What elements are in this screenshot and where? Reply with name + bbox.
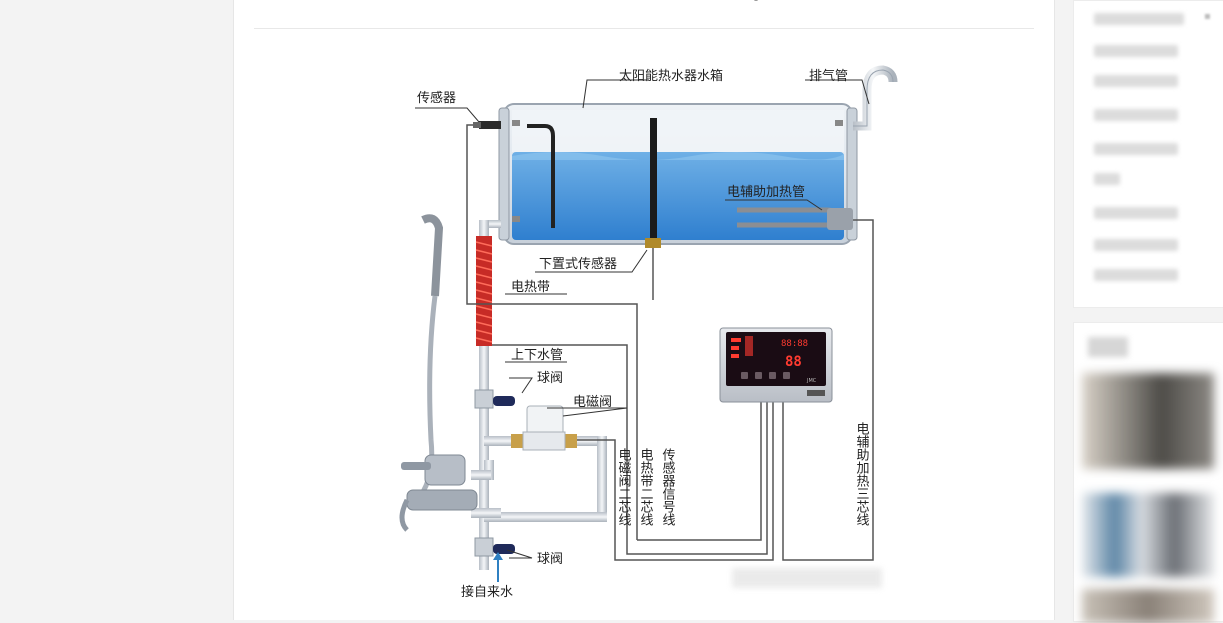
vlabel-aux-heater-wire: 电辅助加热三芯线 [854, 422, 870, 526]
list-item[interactable] [1094, 239, 1178, 251]
thumbnail-image[interactable] [1082, 589, 1214, 623]
controller-temp: 88 [785, 354, 802, 370]
list-item[interactable] [1094, 45, 1178, 57]
ball-valve-lower [471, 508, 515, 582]
label-vent: 排气管 [809, 68, 848, 84]
list-item[interactable] [1094, 143, 1178, 155]
watermark [732, 568, 882, 588]
list-item[interactable] [1094, 75, 1178, 87]
label-bottom-sensor: 下置式传感器 [539, 256, 617, 272]
vlabel-solenoid-wire: 电磁阀二芯线 [616, 448, 632, 526]
label-solenoid-valve: 电磁阀 [573, 395, 612, 410]
water-tank [498, 103, 858, 248]
label-tank: 太阳能热水器水箱 [619, 68, 723, 84]
label-aux-heater: 电辅助加热管 [727, 185, 805, 200]
list-item[interactable] [1094, 269, 1178, 281]
sensor-probe [473, 121, 501, 129]
solenoid-valve [511, 405, 577, 451]
shower-assembly [399, 214, 478, 532]
list-item[interactable] [1094, 173, 1120, 185]
label-ball-valve-bottom: 球阀 [537, 552, 563, 567]
divider [254, 28, 1034, 29]
label-ball-valve-top: 球阀 [537, 371, 563, 386]
vent-pipe [853, 65, 898, 131]
label-up-down-pipe: 上下水管 [511, 348, 563, 363]
leader-lines [415, 79, 870, 559]
water-heater-diagram: 88:88 88 JMC [387, 60, 899, 605]
controller-brand: JMC [806, 378, 817, 384]
hot-tag: ▪ [1204, 11, 1211, 22]
label-water-inlet: 接自来水 [461, 584, 513, 600]
thumbnail-image[interactable] [1082, 373, 1214, 469]
right-sidebar: ▪ [1073, 0, 1223, 623]
sidebar-hot-list: ▪ [1073, 0, 1223, 308]
vlabel-heat-tape-wire: 电热带二芯线 [638, 448, 654, 526]
header-fragment [754, 0, 758, 1]
label-heat-tape: 电热带 [511, 280, 550, 295]
ball-valve-upper [474, 389, 515, 409]
diagram-svg: 88:88 88 JMC [399, 65, 898, 600]
list-item[interactable] [1094, 207, 1178, 219]
related-heading [1088, 337, 1128, 357]
controller-unit: 88:88 88 JMC [719, 327, 833, 403]
heat-tape [475, 236, 493, 346]
list-item[interactable] [1094, 109, 1178, 121]
list-item[interactable] [1094, 13, 1184, 25]
label-sensor: 传感器 [417, 90, 456, 106]
wiring [466, 124, 874, 561]
controller-time: 88:88 [781, 339, 808, 349]
vlabel-sensor-signal: 传感器信号线 [660, 448, 676, 526]
thumbnail-image[interactable] [1082, 493, 1214, 577]
left-gutter [0, 0, 233, 620]
vertical-pipe [479, 220, 501, 570]
article-panel: 88:88 88 JMC [233, 0, 1055, 620]
sidebar-related [1073, 322, 1223, 623]
